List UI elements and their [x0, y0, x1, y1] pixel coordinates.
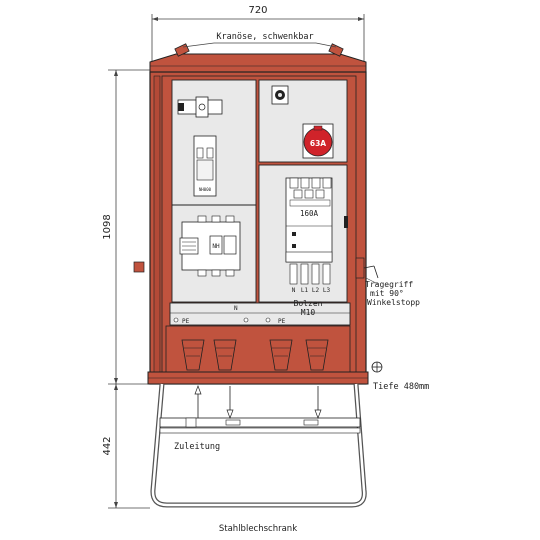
- height-dimension-stand: 442: [102, 384, 150, 509]
- nh-switch: NH: [179, 215, 241, 277]
- nh-label: NH: [212, 243, 220, 250]
- bolt-label: Bolzen M10: [294, 299, 323, 317]
- nh000-label: NH000: [199, 187, 212, 192]
- handle-label-line2: mit 90°: [370, 289, 404, 298]
- terminal-label-l1: L1: [301, 287, 309, 294]
- hinge: [133, 261, 145, 273]
- terminal-label-l3: L3: [323, 287, 331, 294]
- busbars: N PE PE: [173, 305, 286, 325]
- carrying-handle: Tragegriff mit 90° Winkelstopp: [355, 257, 420, 307]
- depth-label: Tiefe 480mm: [373, 382, 429, 392]
- width-dimension: 720: [151, 5, 365, 64]
- busbar-panel: [169, 302, 351, 326]
- pe-label-left: PE: [182, 318, 190, 325]
- contactor-rating-label: 160A: [300, 209, 319, 218]
- nh000-fuse-holder: NH000: [193, 135, 217, 197]
- bolt-label-line2: M10: [301, 308, 316, 317]
- socket-rating-label: 63A: [310, 139, 326, 148]
- cable-glands: [165, 325, 351, 373]
- height-stand-label: 442: [102, 436, 113, 455]
- pe-label-right: PE: [278, 318, 286, 325]
- roof: [149, 43, 367, 73]
- material-label: Stahlblechschrank: [219, 524, 297, 534]
- handle-label-line3: Winkelstopp: [367, 298, 420, 307]
- handle-label-line1: Tragegriff: [365, 280, 413, 289]
- door-lock: [344, 216, 348, 228]
- height-dimension-cabinet: 1098: [102, 69, 150, 385]
- meter-rail: [177, 96, 223, 118]
- crane-eye-label: Kranöse, schwenkbar: [216, 32, 313, 42]
- stand-frame: [150, 383, 367, 508]
- width-label: 720: [248, 5, 267, 16]
- crane-eye-callout: Kranöse, schwenkbar: [182, 32, 337, 48]
- n-busbar-label: N: [234, 305, 238, 312]
- terminal-label-n: N: [292, 287, 296, 294]
- cabinet-base: [147, 371, 369, 385]
- depth-indicator: Tiefe 480mm: [371, 361, 429, 392]
- cee-socket-63a: 63A: [302, 123, 334, 159]
- small-socket: [271, 85, 289, 105]
- height-cabinet-label: 1098: [102, 214, 113, 239]
- feed-label: Zuleitung: [174, 442, 220, 452]
- bolt-label-line1: Bolzen: [294, 299, 323, 308]
- terminal-label-l2: L2: [312, 287, 320, 294]
- feed-arrows: [194, 385, 322, 419]
- contactor-160a: 160A N L1 L2 L3: [285, 177, 333, 294]
